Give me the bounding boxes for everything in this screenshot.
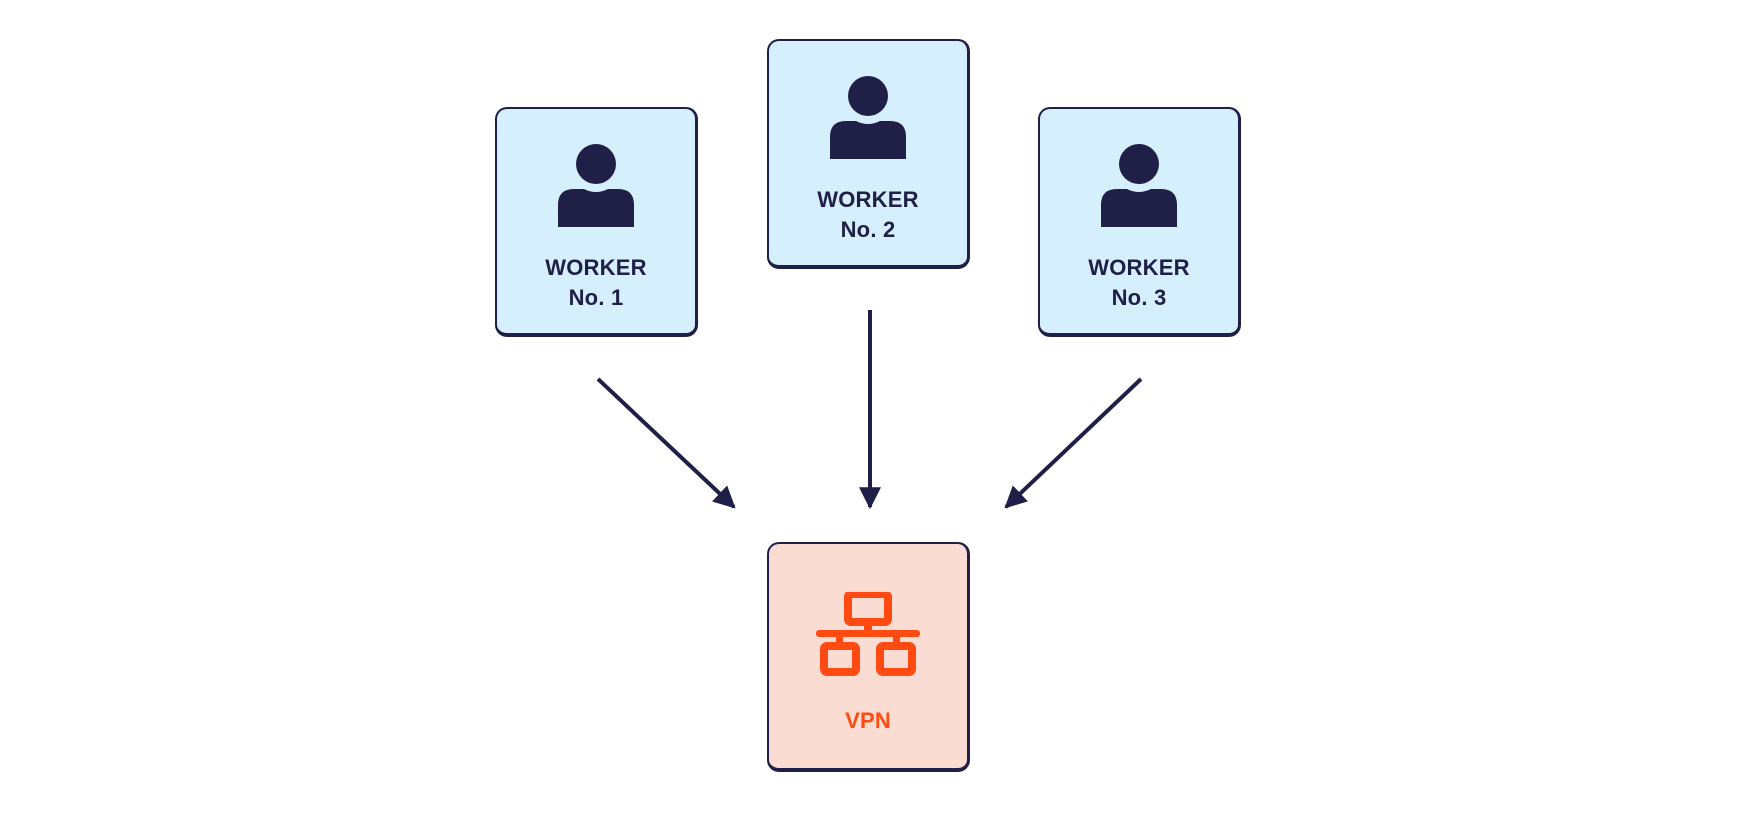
worker-node-3: WORKER No. 3	[1038, 107, 1241, 337]
arrow-worker3-to-vpn	[1004, 377, 1143, 509]
person-icon	[830, 76, 906, 159]
worker-title: WORKER	[545, 255, 647, 280]
person-icon	[558, 144, 634, 227]
vpn-label: VPN	[845, 708, 891, 733]
arrow-worker1-to-vpn	[596, 377, 736, 509]
worker-label: WORKER No. 3	[1088, 253, 1189, 313]
worker-label: WORKER No. 2	[817, 185, 918, 245]
vpn-node: VPN	[767, 542, 970, 772]
worker-node-1: WORKER No. 1	[495, 107, 698, 337]
worker-node-2: WORKER No. 2	[767, 39, 970, 269]
worker-number: No. 1	[568, 285, 624, 310]
worker-label: WORKER No. 1	[545, 253, 646, 313]
worker-title: WORKER	[1088, 255, 1190, 280]
person-icon	[1101, 144, 1177, 227]
worker-number: No. 2	[840, 217, 896, 242]
worker-title: WORKER	[817, 187, 919, 212]
worker-number: No. 3	[1111, 285, 1167, 310]
network-icon	[816, 592, 920, 676]
